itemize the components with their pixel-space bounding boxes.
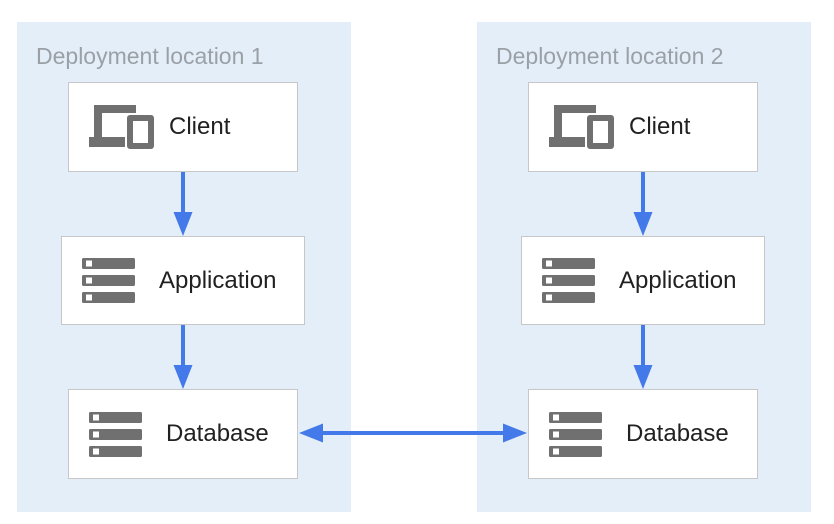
arrow-client-to-application-location-1 — [172, 172, 194, 236]
devices-icon — [89, 105, 154, 149]
client-node-location-2: Client — [528, 82, 758, 172]
node-label: Application — [619, 266, 737, 294]
arrow-database-to-database-bidirectional — [299, 421, 527, 445]
server-stack-icon — [549, 411, 602, 457]
application-node-location-1: Application — [61, 236, 305, 325]
server-stack-icon — [82, 258, 135, 303]
server-stack-icon — [89, 411, 142, 457]
database-node-location-1: Database — [68, 389, 298, 479]
application-node-location-2: Application — [521, 236, 765, 325]
arrow-application-to-database-location-1 — [172, 325, 194, 389]
deployment-location-2-label: Deployment location 2 — [496, 43, 724, 69]
server-stack-icon — [542, 258, 595, 303]
database-node-location-2: Database — [528, 389, 758, 479]
node-label: Application — [159, 266, 277, 294]
node-label: Client — [169, 113, 231, 140]
devices-icon — [549, 105, 614, 149]
arrow-application-to-database-location-2 — [632, 325, 654, 389]
deployment-location-1-label: Deployment location 1 — [36, 43, 264, 69]
node-label: Database — [166, 420, 269, 447]
node-label: Client — [629, 113, 691, 140]
client-node-location-1: Client — [68, 82, 298, 172]
node-label: Database — [626, 420, 729, 447]
arrow-client-to-application-location-2 — [632, 172, 654, 236]
